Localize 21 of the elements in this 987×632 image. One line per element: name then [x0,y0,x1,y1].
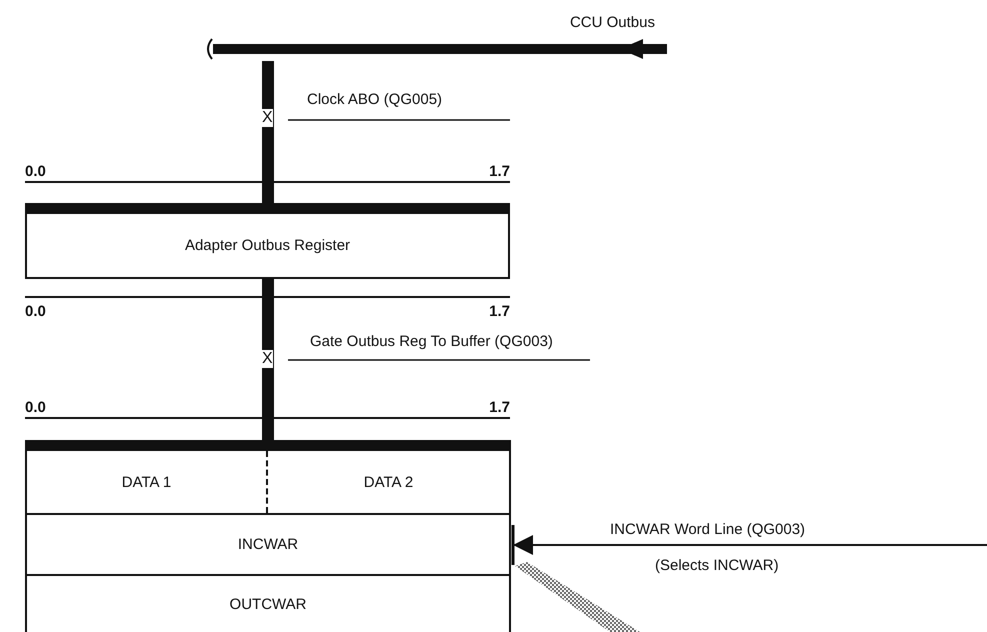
register-box: Adapter Outbus Register [25,203,510,279]
bit-number: 0.0 [25,399,46,417]
bit-number: 1.7 [489,399,510,417]
register-field: DATA 1 [27,451,268,513]
bit-number: 1.7 [489,163,510,181]
bit-number: 0.0 [25,163,46,181]
buffer-box [25,440,511,632]
bus-label: CCU Outbus [570,14,655,32]
hatched-band [515,562,640,632]
bus-bar [205,14,670,61]
register-field: OUTCWAR [27,574,509,632]
register-field: DATA 2 [268,451,509,513]
bit-number: 1.7 [489,303,510,321]
gate-mark: X [262,350,273,368]
bit-number: 0.0 [25,303,46,321]
edge-label: Gate Outbus Reg To Buffer (QG003) [310,333,553,351]
gate-mark: X [262,109,273,127]
register-field: INCWAR [27,513,509,574]
edge-label: Clock ABO (QG005) [307,91,442,109]
signal-note: (Selects INCWAR) [655,557,779,575]
edge-label: INCWAR Word Line (QG003) [610,521,806,539]
